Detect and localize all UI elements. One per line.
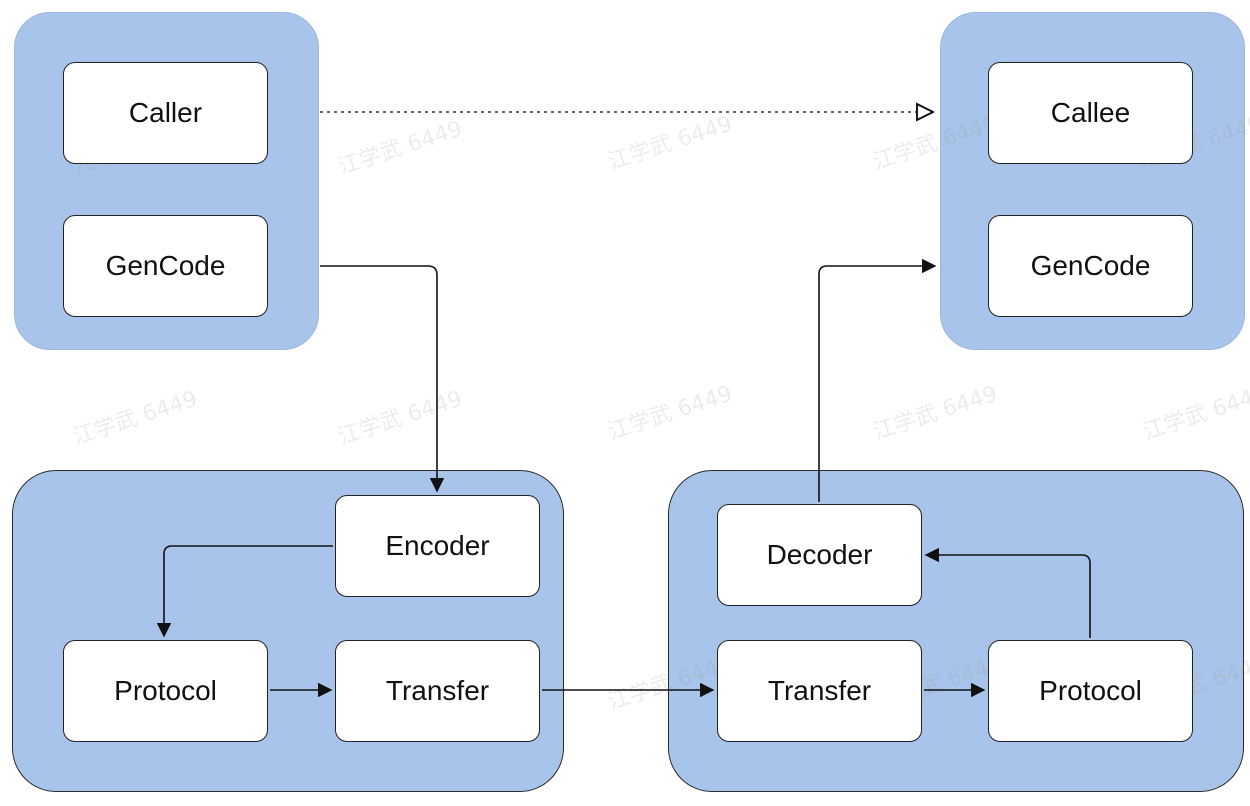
decoder-to-gencode-edge (818, 258, 937, 502)
watermark: 江学武 6449 (1140, 381, 1250, 446)
watermark: 江学武 6449 (870, 381, 1001, 446)
watermark: 江学武 6449 (605, 111, 736, 176)
client-transfer-node: Transfer (335, 640, 540, 742)
server-transfer-node: Transfer (717, 640, 922, 742)
client-protocol-node: Protocol (63, 640, 268, 742)
gencode-to-encoder-edge (320, 265, 445, 493)
watermark: 江学武 6449 (335, 386, 466, 451)
encoder-node: Encoder (335, 495, 540, 597)
caller-node: Caller (63, 62, 268, 164)
watermark: 江学武 6449 (70, 386, 201, 451)
caller-gencode-node: GenCode (63, 215, 268, 317)
callee-gencode-node: GenCode (988, 215, 1193, 317)
decoder-node: Decoder (717, 504, 922, 606)
watermark: 江学武 6449 (335, 116, 466, 181)
callee-node: Callee (988, 62, 1193, 164)
watermark: 江学武 6449 (605, 381, 736, 446)
server-protocol-node: Protocol (988, 640, 1193, 742)
